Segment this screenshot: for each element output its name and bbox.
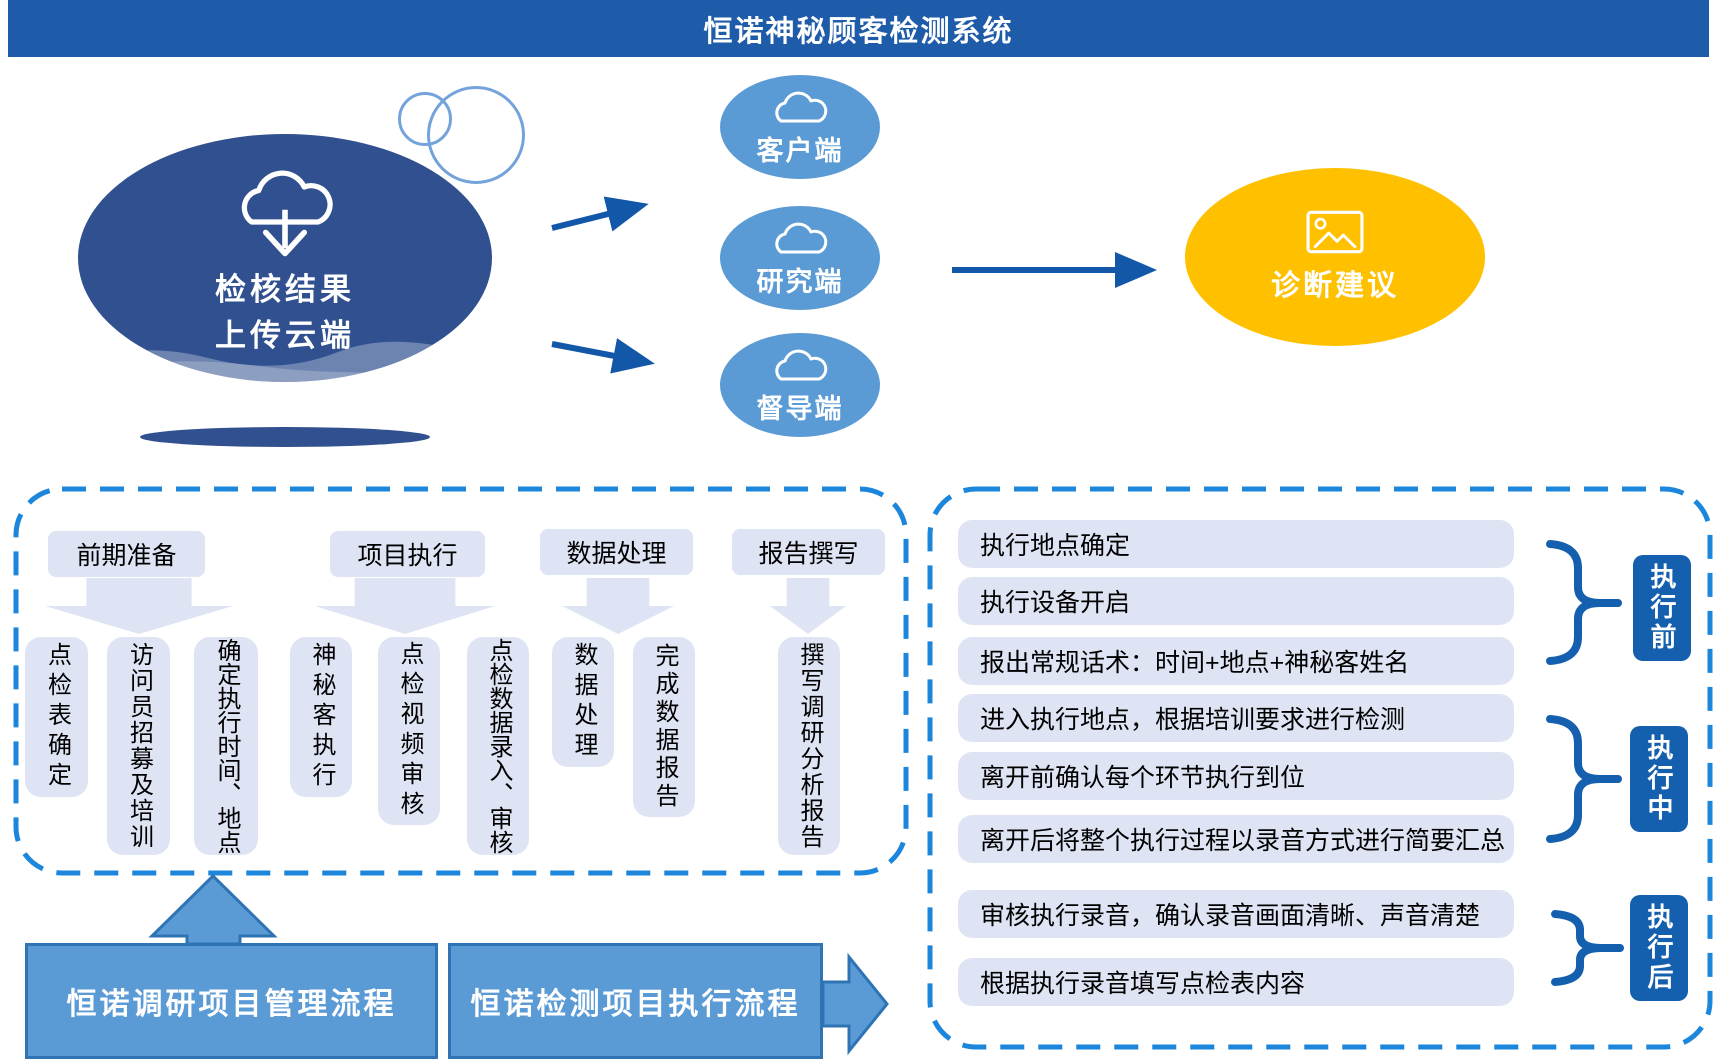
task-label: 点检视频审核	[396, 641, 423, 821]
brace-phase-during	[1546, 715, 1604, 843]
step-label: 离开后将整个执行过程以录音方式进行简要汇总	[980, 827, 1506, 855]
wave-decoration	[78, 341, 492, 382]
endpoint-supervisor-label: 督导端	[756, 394, 844, 424]
cloud-icon	[775, 91, 828, 123]
phase-label: 执行后	[1644, 903, 1674, 993]
phase-after-execution: 执行后	[1630, 895, 1688, 1001]
step-row-3: 报出常规话术：时间+地点+神秘客姓名	[958, 637, 1514, 685]
header-execution-label: 项目执行	[357, 542, 458, 570]
task-video-review: 点检视频审核	[378, 637, 440, 825]
endpoint-client-label: 客户端	[756, 136, 844, 166]
endpoint-research-label: 研究端	[756, 267, 844, 297]
arrow-to-supervisor	[551, 338, 655, 374]
task-checklist-confirm: 点检表确定	[25, 637, 88, 797]
task-label: 点检数据录入、审核	[485, 638, 512, 854]
step-row-7: 审核执行录音，确认录音画面清晰、声音清楚	[958, 890, 1514, 938]
brace-phase-after	[1551, 910, 1606, 986]
task-data-processing: 数据处理	[552, 637, 614, 767]
phase-label: 执行中	[1644, 734, 1674, 824]
cloud-icon	[775, 349, 828, 381]
task-write-analysis-report: 撰写调研分析报告	[778, 637, 840, 855]
down-arrow-execution	[315, 578, 495, 634]
step-label: 进入执行地点，根据培训要求进行检测	[980, 706, 1406, 734]
phase-before-execution: 执行前	[1633, 555, 1691, 661]
step-label: 根据执行录音填写点检表内容	[980, 970, 1306, 998]
header-report-writing-label: 报告撰写	[758, 540, 859, 568]
step-row-8: 根据执行录音填写点检表内容	[958, 958, 1514, 1006]
task-label: 确定执行时间、地点	[213, 638, 240, 854]
task-label: 神秘客执行	[308, 642, 335, 792]
management-flow-banner-label: 恒诺调研项目管理流程	[66, 988, 397, 1021]
cloud-download-icon	[241, 170, 333, 257]
up-arrow-management	[148, 873, 278, 946]
phase-during-execution: 执行中	[1630, 726, 1688, 832]
task-confirm-time-place: 确定执行时间、地点	[194, 637, 258, 855]
task-data-entry-review: 点检数据录入、审核	[467, 637, 529, 855]
right-arrow-execution	[821, 952, 889, 1056]
endpoint-research: 研究端	[720, 206, 880, 310]
endpoint-supervisor: 督导端	[720, 333, 880, 437]
down-arrow-report-writing	[770, 578, 846, 634]
step-row-5: 离开前确认每个环节执行到位	[958, 752, 1514, 800]
upload-text-line2: 上传云端	[215, 318, 355, 354]
brace-phase-before	[1546, 540, 1604, 665]
phase-label: 执行前	[1647, 563, 1677, 653]
picture-icon	[1306, 210, 1364, 254]
task-label: 撰写调研分析报告	[796, 642, 823, 850]
step-label: 执行地点确定	[980, 532, 1131, 560]
task-mystery-shopper-exec: 神秘客执行	[290, 637, 352, 797]
arrow-to-client	[551, 196, 649, 232]
task-label: 点检表确定	[43, 642, 71, 792]
endpoint-client: 客户端	[720, 75, 880, 179]
step-row-2: 执行设备开启	[958, 577, 1514, 625]
task-label: 数据处理	[570, 642, 597, 762]
management-flow-banner: 恒诺调研项目管理流程	[25, 943, 438, 1059]
step-label: 报出常规话术：时间+地点+神秘客姓名	[980, 649, 1410, 677]
page-title: 恒诺神秘顾客检测系统	[703, 15, 1014, 48]
header-execution: 项目执行	[330, 531, 485, 577]
diagnosis-label: 诊断建议	[1270, 270, 1399, 302]
step-row-4: 进入执行地点，根据培训要求进行检测	[958, 694, 1514, 742]
task-complete-data-report: 完成数据报告	[633, 637, 695, 817]
execution-flow-banner: 恒诺检测项目执行流程	[448, 943, 823, 1059]
task-label: 完成数据报告	[651, 643, 678, 811]
header-preparation: 前期准备	[48, 531, 205, 577]
down-arrow-preparation	[45, 578, 233, 634]
header-preparation-label: 前期准备	[76, 542, 177, 570]
task-label: 访问员招募及培训	[125, 642, 153, 850]
diagnosis-ellipse: 诊断建议	[1185, 168, 1485, 346]
upload-text-line1: 检核结果	[215, 272, 355, 307]
cloud-icon	[775, 222, 828, 254]
decorative-circle-large	[427, 86, 525, 184]
step-label: 审核执行录音，确认录音画面清晰、声音清楚	[980, 902, 1481, 930]
step-row-1: 执行地点确定	[958, 520, 1514, 568]
execution-flow-banner-label: 恒诺检测项目执行流程	[470, 988, 801, 1021]
header-report-writing: 报告撰写	[732, 529, 885, 575]
task-interviewer-recruit: 访问员招募及培训	[107, 637, 170, 855]
title-banner: 恒诺神秘顾客检测系统	[8, 0, 1709, 57]
ellipse-shadow	[140, 427, 430, 447]
step-row-6: 离开后将整个执行过程以录音方式进行简要汇总	[958, 815, 1514, 863]
header-data-processing: 数据处理	[540, 529, 693, 575]
down-arrow-data-processing	[562, 578, 674, 634]
step-label: 执行设备开启	[980, 589, 1131, 617]
header-data-processing-label: 数据处理	[566, 540, 667, 568]
step-label: 离开前确认每个环节执行到位	[980, 764, 1306, 792]
upload-cloud-ellipse: 检核结果 上传云端	[78, 134, 492, 382]
